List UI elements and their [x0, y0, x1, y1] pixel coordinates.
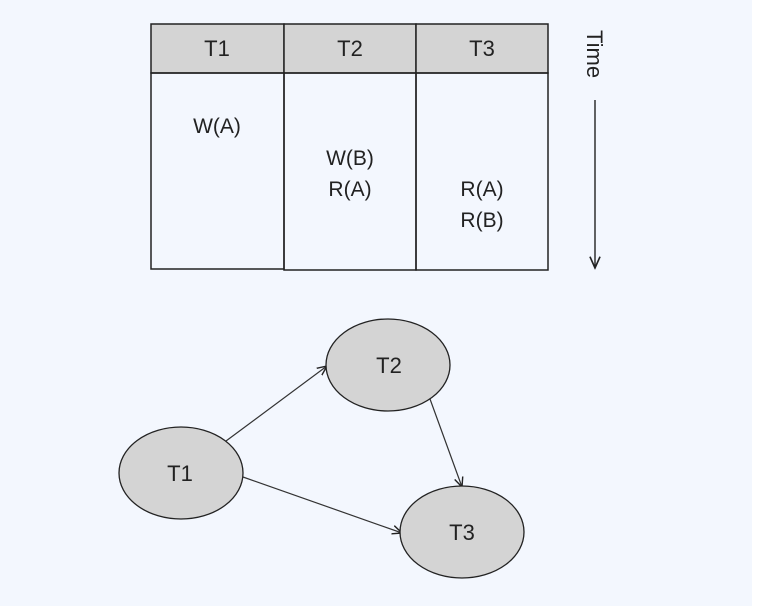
header-cell-t3	[415, 23, 549, 74]
header-cell-t2	[283, 23, 417, 74]
column-body-t2	[283, 72, 417, 271]
time-label: Time	[582, 30, 607, 78]
operation-t3-read-a: R(A)	[460, 178, 503, 201]
node-label-t2: T2	[376, 353, 402, 378]
node-t1	[118, 426, 244, 520]
operation-t1-write-a: W(A)	[193, 115, 241, 138]
precedence-graph: T1 T2 T3	[118, 318, 525, 579]
node-label-t3: T3	[449, 520, 475, 545]
header-label-t3: T3	[469, 36, 495, 61]
operation-t2-write-b: W(B)	[326, 147, 374, 170]
edge-t2-to-t3	[429, 398, 462, 487]
operation-t3-read-b: R(B)	[460, 209, 503, 232]
edge-t1-to-t3	[242, 476, 402, 533]
column-body-t3	[415, 72, 549, 271]
time-axis: Time	[582, 30, 607, 268]
node-label-t1: T1	[167, 461, 193, 486]
edge-t1-to-t2	[225, 366, 327, 442]
header-cell-t1	[150, 23, 285, 74]
node-t3	[399, 485, 525, 579]
schedule-table: T1 T2 T3 W(A) W(B) R(A) R(A) R(B)	[150, 23, 549, 271]
header-label-t1: T1	[204, 36, 230, 61]
header-label-t2: T2	[337, 36, 363, 61]
column-body-t1	[150, 72, 285, 270]
operation-t2-read-a: R(A)	[328, 178, 371, 201]
node-t2	[325, 318, 451, 412]
